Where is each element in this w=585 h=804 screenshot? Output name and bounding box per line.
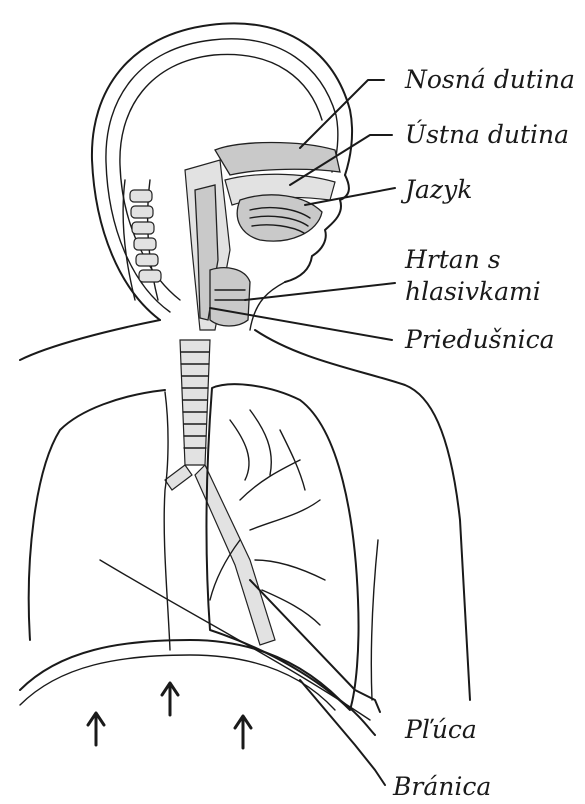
label-tongue: Jazyk <box>405 175 472 205</box>
label-larynx-line2: hlasivkami <box>405 277 541 307</box>
diaphragm <box>20 560 375 735</box>
label-oral-cavity: Ústna dutina <box>405 120 569 150</box>
trachea <box>180 340 210 465</box>
diaphragm-arrows <box>88 683 251 748</box>
label-lungs: Pľúca <box>405 715 477 745</box>
larynx <box>210 268 250 326</box>
up-arrow-icon <box>235 716 251 748</box>
label-larynx-line1: Hrtan s <box>405 245 501 275</box>
spine <box>123 180 161 300</box>
label-nasal-cavity: Nosná dutina <box>405 65 575 95</box>
label-trachea: Priedušnica <box>405 325 555 355</box>
leader-larynx <box>245 283 395 300</box>
label-diaphragm: Bránica <box>393 772 491 802</box>
up-arrow-icon <box>88 713 104 745</box>
up-arrow-icon <box>162 683 178 715</box>
head-internal <box>185 143 340 331</box>
